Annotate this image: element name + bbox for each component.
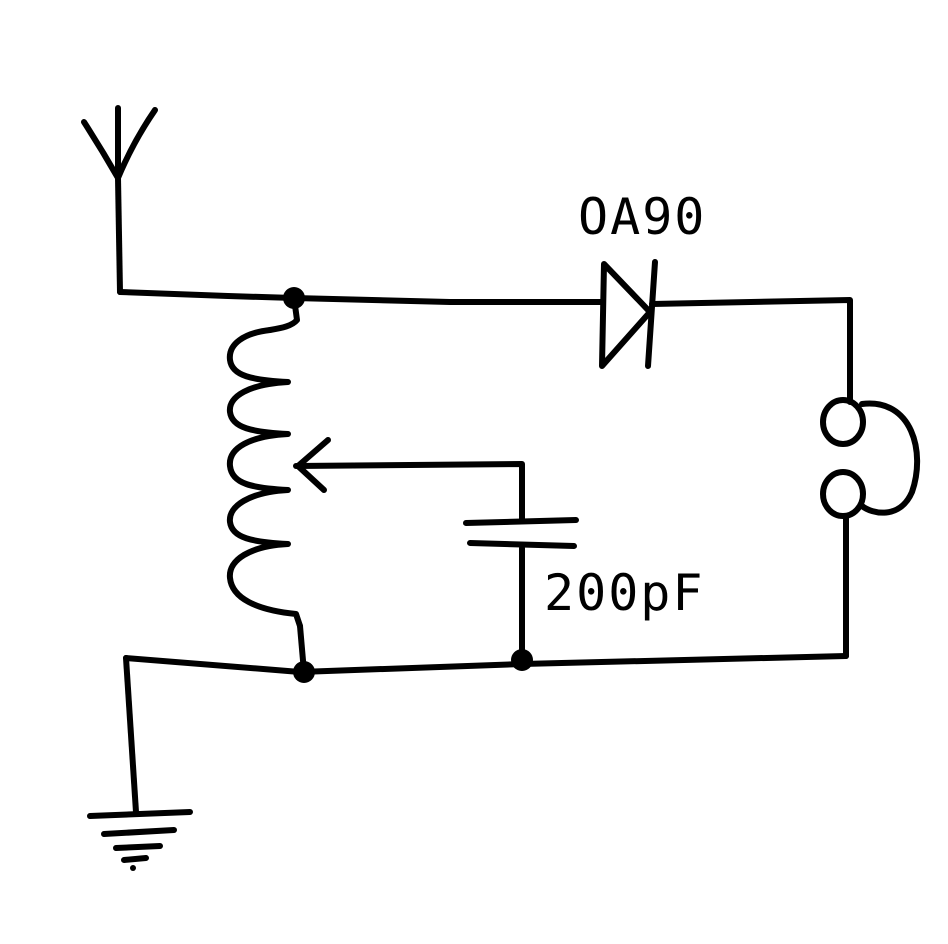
diode-label: OA90 [578,188,707,246]
top-wire-middle [291,295,605,305]
top-wire-right [649,297,853,405]
antenna-icon [81,105,158,295]
junction-dot-bottom-middle [511,649,533,671]
earphone-icon [820,397,921,519]
top-wire-left [117,289,297,301]
junction-dot-top [283,287,305,309]
junction-dot-bottom-left [293,661,315,683]
inductor-coil-icon [226,295,303,629]
capacitor-label: 200pF [544,564,705,622]
ground-icon [87,655,193,871]
capacitor-icon [463,517,579,549]
bottom-wire [123,653,849,675]
variable-tap-arrow-icon [293,437,525,523]
diode-icon [599,259,658,369]
